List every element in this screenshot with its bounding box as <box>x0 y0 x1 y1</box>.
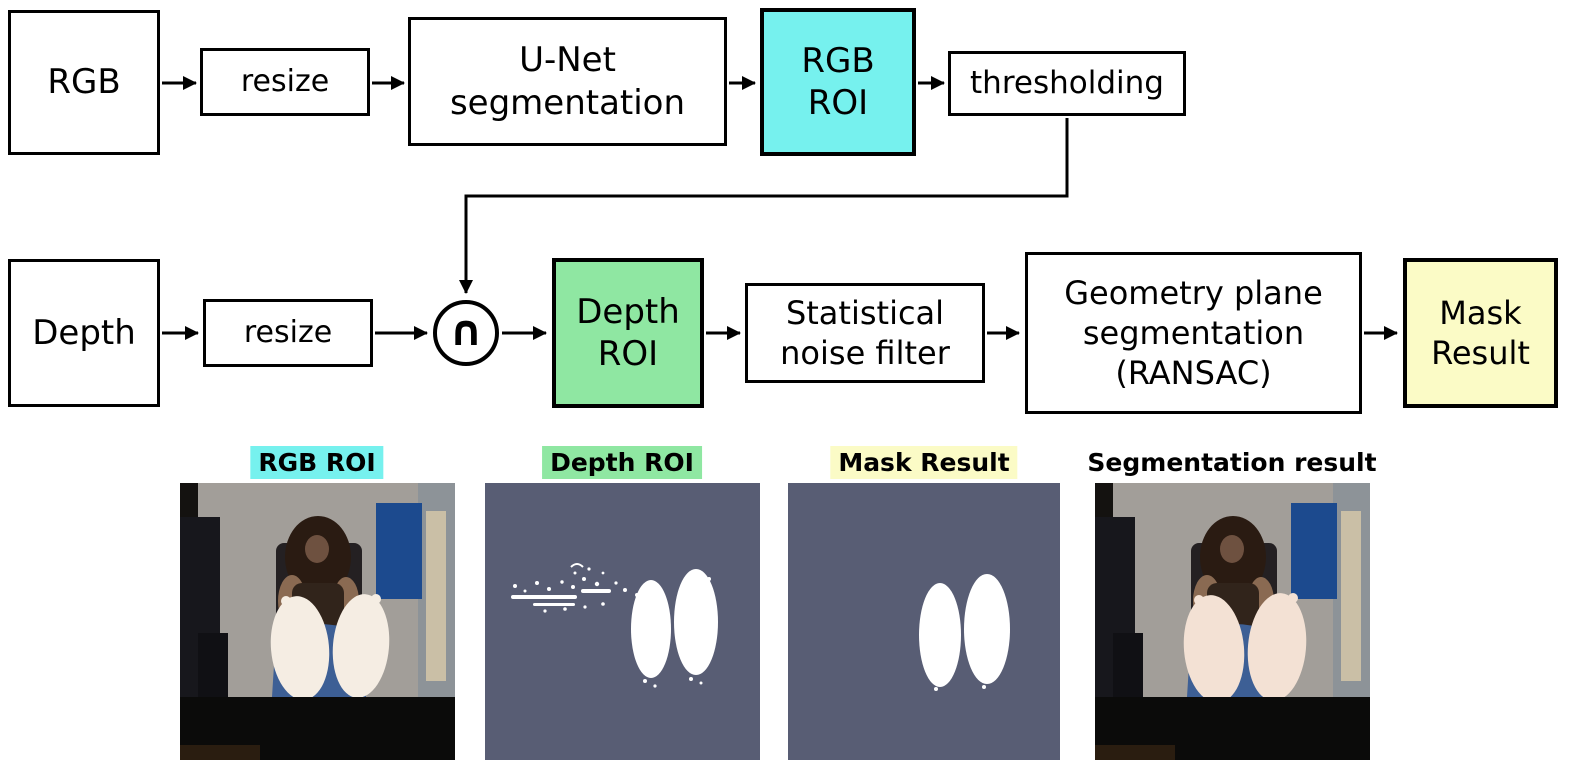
depth-roi-map <box>485 483 760 760</box>
node-depth-label: Depth <box>32 312 136 353</box>
node-rgb: RGB <box>8 10 160 155</box>
node-depth-roi: Depth ROI <box>552 258 704 408</box>
node-mask-result: Mask Result <box>1403 258 1558 408</box>
depth-noise-speckles <box>511 567 711 613</box>
result-label-segmentation-result: Segmentation result <box>1087 448 1377 477</box>
node-resize-top-label: resize <box>240 64 330 100</box>
node-rgb-roi: RGB ROI <box>760 8 916 156</box>
depth-feet-shape <box>631 569 718 688</box>
node-depth-roi-label: Depth ROI <box>576 291 680 375</box>
intersection-symbol: ∩ <box>448 305 484 355</box>
node-rgb-label: RGB <box>47 62 121 103</box>
rgb-roi-image <box>180 483 455 760</box>
rgb-roi-photo <box>180 483 455 760</box>
result-label-depth-roi: Depth ROI <box>542 446 702 479</box>
node-unet-segmentation: U-Net segmentation <box>408 17 727 146</box>
segmentation-result-image <box>1095 483 1370 760</box>
node-geometry-ransac: Geometry plane segmentation (RANSAC) <box>1025 252 1362 414</box>
mask-result-image <box>788 483 1060 760</box>
segmentation-result-photo <box>1095 483 1370 760</box>
node-intersection: ∩ <box>433 300 499 366</box>
depth-roi-image <box>485 483 760 760</box>
node-unet-label: U-Net segmentation <box>449 40 686 123</box>
result-label-mask-result: Mask Result <box>830 446 1018 479</box>
node-noise-filter: Statistical noise filter <box>745 283 985 383</box>
node-geometry-ransac-label: Geometry plane segmentation (RANSAC) <box>1064 274 1323 392</box>
mask-feet-shape <box>919 574 1010 691</box>
node-resize-bottom-label: resize <box>243 315 333 351</box>
segmented-feet-shape <box>1183 593 1307 703</box>
node-thresholding-label: thresholding <box>970 65 1164 102</box>
mask-result-map <box>788 483 1060 760</box>
highlighted-feet-shape <box>270 594 390 700</box>
node-resize-bottom: resize <box>203 299 373 367</box>
node-rgb-roi-label: RGB ROI <box>801 40 875 124</box>
node-thresholding: thresholding <box>948 51 1186 116</box>
node-noise-filter-label: Statistical noise filter <box>780 294 950 372</box>
node-mask-result-label: Mask Result <box>1431 294 1530 372</box>
node-resize-top: resize <box>200 48 370 116</box>
node-depth: Depth <box>8 259 160 407</box>
result-label-rgb-roi: RGB ROI <box>250 446 384 479</box>
